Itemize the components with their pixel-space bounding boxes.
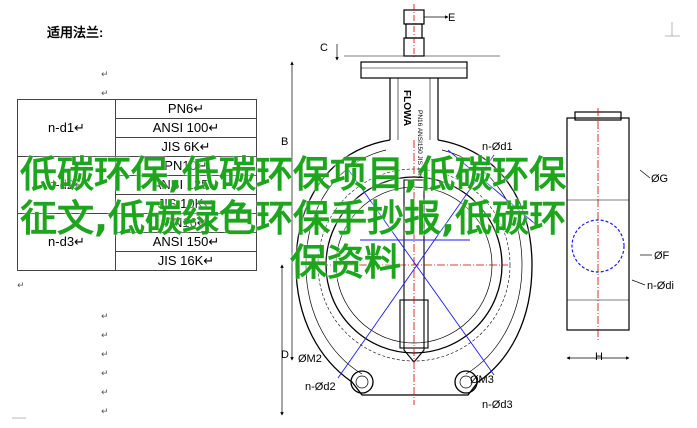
dim-label-h: H	[595, 351, 603, 363]
standard-cell: JIS 16K↵	[115, 251, 257, 271]
dimension-labels: E C B D ØG ØF n-Ødi H ØM2 ØM3 n-Ød2 n-Ød…	[281, 12, 674, 411]
watermark-line-2: 征文,低碳绿色环保手抄报,低碳环	[20, 197, 567, 240]
body-rating-text: PN16 ANSI150 JIS 10K	[416, 110, 423, 179]
dim-label-nd1: n-Ød1	[482, 141, 513, 153]
valve-stem-top	[403, 4, 425, 58]
paragraph-mark: ↵	[101, 387, 109, 397]
body-brand-text: FLOWA	[401, 90, 412, 126]
flange-table: n-d1↵ PN6↵ ANSI 100↵ JIS 6K↵ n-d2↵ PN10↵…	[17, 99, 257, 271]
watermark-line-3: 保资料	[290, 241, 401, 284]
dim-label-nd2: n-Ød2	[305, 381, 336, 393]
table-row: JIS 6K↵	[18, 137, 257, 157]
table-row: ANSI 125↵	[18, 175, 257, 195]
valve-disc	[320, 140, 508, 405]
dim-label-d: D	[281, 349, 289, 361]
paragraph-mark: ↵	[101, 368, 109, 378]
dim-label-ndi: n-Ødi	[647, 280, 674, 292]
dim-label-m2: ØM2	[298, 353, 322, 365]
dim-label-b: B	[281, 136, 288, 148]
paragraph-mark: ↵	[101, 311, 109, 321]
dim-label-g: ØG	[651, 173, 668, 185]
table-row: n-d3↵ PN16↵	[17, 213, 257, 271]
dim-label-m3: ØM3	[470, 374, 494, 386]
dim-label-nd3: n-Ød3	[482, 399, 513, 411]
standard-cell: JIS 6K↵	[115, 137, 257, 157]
side-view	[566, 108, 630, 340]
dim-label-e: E	[448, 12, 455, 24]
top-plate	[344, 55, 500, 79]
table-row: n-d2↵ PN10↵	[17, 156, 257, 214]
paragraph-mark: ↵	[101, 88, 109, 98]
table-row: JIS 16K↵	[18, 251, 257, 271]
page-margin-marks	[12, 22, 680, 419]
standard-cell: ANSI 125↵	[115, 175, 257, 195]
dim-label-c: C	[320, 42, 328, 54]
watermark-line-1: 低碳环保,低碳环保项目,低碳环保	[20, 153, 567, 196]
valve-neck	[389, 78, 439, 140]
dim-label-f: ØF	[654, 250, 670, 262]
group-cell: n-d3↵	[17, 213, 116, 271]
dimension-construction-lines	[337, 149, 541, 379]
paragraph-mark: ↵	[101, 330, 109, 340]
paragraph-mark: ↵	[17, 280, 25, 290]
paragraph-mark: ↵	[101, 69, 109, 79]
dimension-lines	[280, 15, 652, 416]
paragraph-mark: ↵	[101, 406, 109, 416]
group-cell: n-d2↵	[17, 156, 116, 214]
doc-title: 适用法兰:	[47, 25, 104, 40]
paragraph-mark: ↵	[101, 349, 109, 359]
standard-cell: PN16↵	[115, 213, 257, 233]
